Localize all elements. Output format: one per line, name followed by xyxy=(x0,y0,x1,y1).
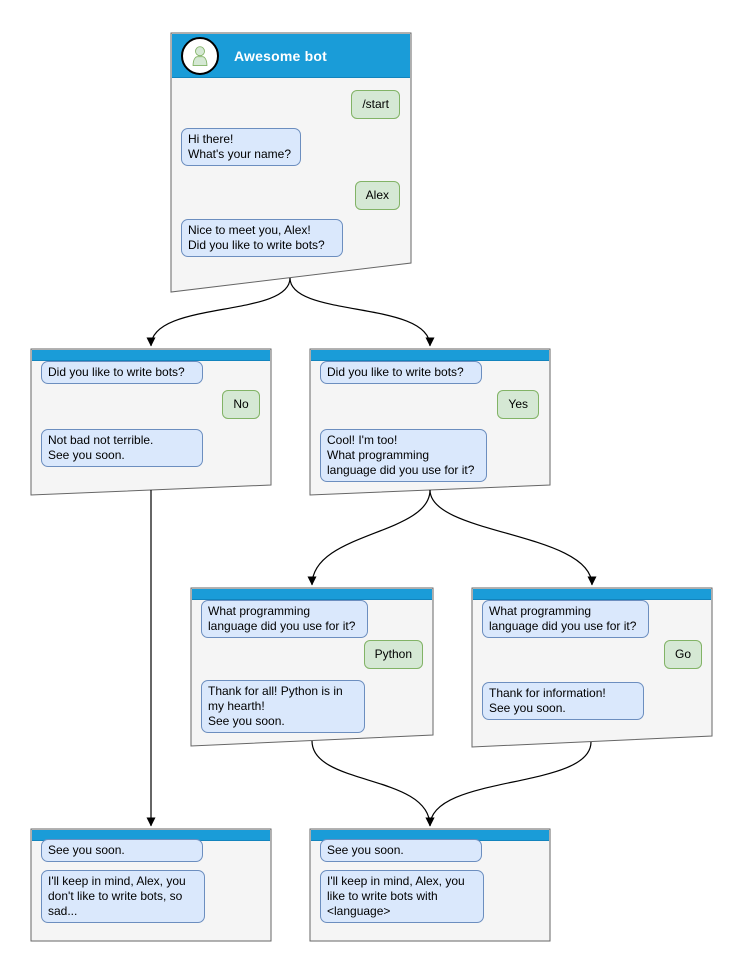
chat-window-end-no: See you soon. I'll keep in mind, Alex, y… xyxy=(31,829,271,941)
window-title: Awesome bot xyxy=(234,47,327,64)
bot-message: Hi there! What's your name? xyxy=(181,128,301,166)
chat-window-branch-no: Did you like to write bots? No Not bad n… xyxy=(31,349,271,495)
window-titlebar xyxy=(192,589,432,600)
connector-go-to-end-yes xyxy=(425,741,592,827)
bot-message: What programming language did you use fo… xyxy=(201,600,368,638)
person-icon xyxy=(192,45,208,66)
bot-message: Thank for information! See you soon. xyxy=(482,682,644,720)
bot-message: See you soon. xyxy=(41,839,203,862)
chat-window-end-yes: See you soon. I'll keep in mind, Alex, y… xyxy=(310,829,550,941)
user-message: Yes xyxy=(497,390,539,419)
bot-message: Not bad not terrible. See you soon. xyxy=(41,429,203,467)
chat-window-branch-python: What programming language did you use fo… xyxy=(191,588,433,746)
bot-message: Nice to meet you, Alex! Did you like to … xyxy=(181,219,343,257)
user-message: Python xyxy=(363,640,423,669)
window-titlebar xyxy=(473,589,711,600)
chat-window-main: Awesome bot /start Hi there! What's your… xyxy=(171,33,411,292)
bot-message: See you soon. xyxy=(320,839,482,862)
connector-python-to-end-yes xyxy=(311,740,435,827)
window-titlebar xyxy=(311,350,549,361)
bot-message: Thank for all! Python is in my hearth! S… xyxy=(201,680,365,733)
user-message: No xyxy=(222,390,260,419)
bot-message: Did you like to write bots? xyxy=(320,361,482,384)
bot-message: Cool! I'm too! What programming language… xyxy=(320,429,487,482)
bot-message: Did you like to write bots? xyxy=(41,361,203,384)
connector-branch-yes-to-python xyxy=(307,489,431,586)
user-message: Go xyxy=(663,640,702,669)
bot-message: What programming language did you use fo… xyxy=(482,600,649,638)
connector-main-to-branch-no xyxy=(146,277,291,347)
bot-message: I'll keep in mind, Alex, you like to wri… xyxy=(320,870,484,923)
user-message: Alex xyxy=(354,181,400,210)
bot-message: I'll keep in mind, Alex, you don't like … xyxy=(41,870,205,923)
connector-main-to-branch-yes xyxy=(289,277,435,347)
window-titlebar: Awesome bot xyxy=(172,34,410,78)
chat-window-branch-yes: Did you like to write bots? Yes Cool! I'… xyxy=(310,349,550,495)
user-message: /start xyxy=(351,90,400,119)
connector-branch-yes-to-go xyxy=(429,489,597,586)
window-titlebar xyxy=(32,350,270,361)
avatar xyxy=(181,36,219,75)
chat-window-branch-go: What programming language did you use fo… xyxy=(472,588,712,747)
